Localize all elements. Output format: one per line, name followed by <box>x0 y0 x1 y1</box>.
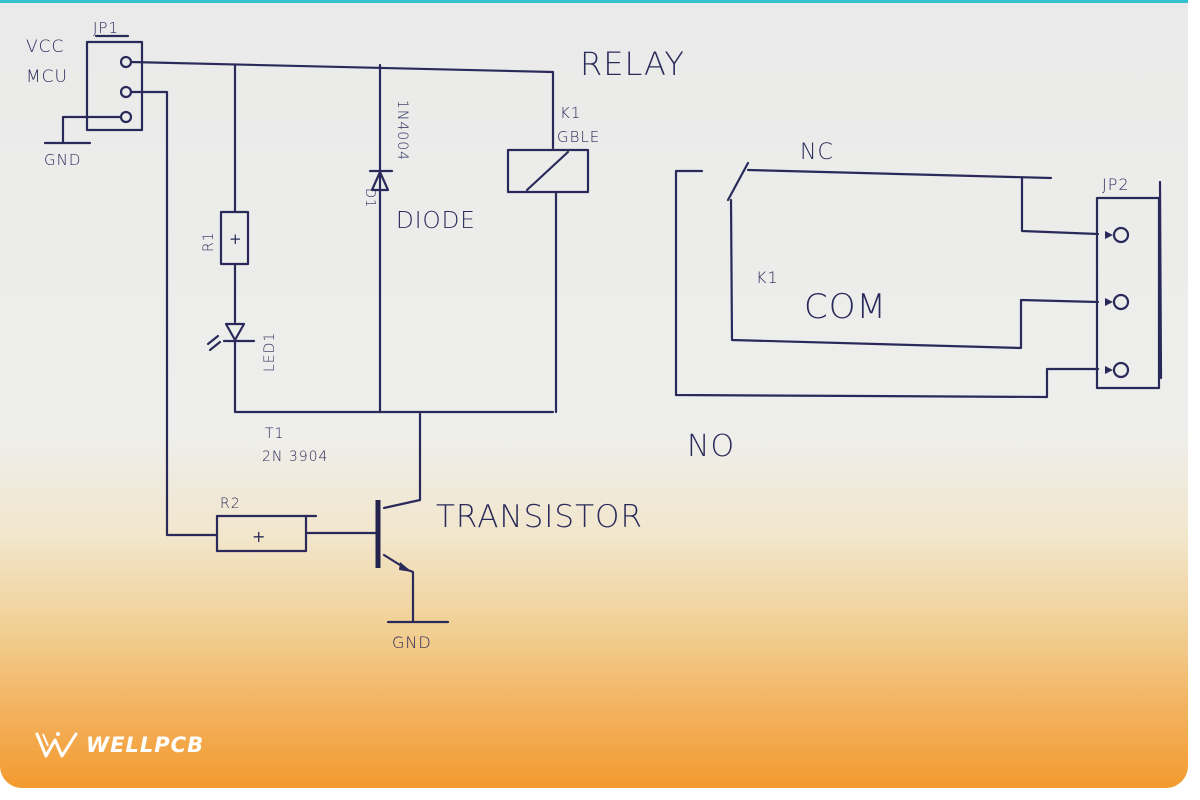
d1-part-label: 1N4004 <box>394 100 410 161</box>
nc-to-jp2-wire <box>1020 176 1100 236</box>
mcu-signal-wire <box>129 90 219 537</box>
relay-coil <box>506 148 590 194</box>
jp2-arrow-icon <box>1105 298 1113 306</box>
d1-diode-symbol <box>368 169 394 192</box>
jp1-pin-vcc <box>119 55 133 69</box>
no-label: NO <box>687 429 735 464</box>
gnd-top-label: GND <box>44 151 81 169</box>
jp2-label: JP2 <box>1102 175 1130 194</box>
collector-wire <box>382 412 422 510</box>
no-contact-wire <box>674 169 1100 399</box>
emitter-arrow-icon <box>399 562 412 572</box>
diode-label: DIODE <box>396 208 476 234</box>
gnd-bottom-label: GND <box>392 633 432 652</box>
led1-label: LED1 <box>262 332 278 372</box>
nc-switch-arm <box>726 161 750 202</box>
t1-part-label: 2N 3904 <box>262 449 328 465</box>
d1-label: D1 <box>362 188 377 208</box>
r2-plus: + <box>252 527 265 546</box>
top-strip <box>0 0 1188 3</box>
wellpcb-watermark: WELLPCB <box>34 728 204 762</box>
relay-contacts <box>674 161 1100 399</box>
relay-driver-schematic: JP1 VCC MCU GND + R1 LED1 <box>26 19 1163 652</box>
transistor-label: TRANSISTOR <box>436 499 643 535</box>
relay-title: RELAY <box>580 45 685 83</box>
led1-symbol <box>206 322 256 352</box>
jp2-pin-com <box>1112 293 1130 311</box>
schematic-sheet: JP1 VCC MCU GND + R1 LED1 <box>0 0 1188 788</box>
jp2-arrow-icon <box>1105 231 1113 239</box>
nc-label: NC <box>800 140 834 165</box>
jp1-pin-gnd <box>119 110 133 124</box>
collector-bus-wire <box>233 340 555 414</box>
k1-part-label: GBLE <box>557 128 600 146</box>
r1-label: R1 <box>201 231 217 252</box>
k1-switch-label: K1 <box>756 268 779 287</box>
mcu-label: MCU <box>26 67 68 87</box>
nc-contact-wire <box>746 168 1053 180</box>
r1-plus: + <box>229 230 242 248</box>
jp2-header <box>1095 180 1163 390</box>
vcc-rail-wire <box>129 60 555 150</box>
com-contact-wire <box>729 198 1100 350</box>
emitter-wire <box>382 553 415 624</box>
k1-coil-label: K1 <box>560 104 581 122</box>
jp2-pin-nc <box>1112 226 1130 244</box>
t1-label: T1 <box>265 426 284 442</box>
wellpcb-brand-text: WELLPCB <box>86 733 205 757</box>
wellpcb-logo-icon <box>35 732 78 758</box>
vcc-label: VCC <box>26 37 64 57</box>
jp1-ground-symbol <box>43 115 123 145</box>
jp2-pin-no <box>1112 361 1130 379</box>
jp2-arrow-icon <box>1105 366 1113 374</box>
jp1-label: JP1 <box>93 19 119 37</box>
com-label: COM <box>804 287 887 327</box>
jp1-pin-mcu <box>119 85 133 99</box>
r2-label: R2 <box>220 496 241 512</box>
